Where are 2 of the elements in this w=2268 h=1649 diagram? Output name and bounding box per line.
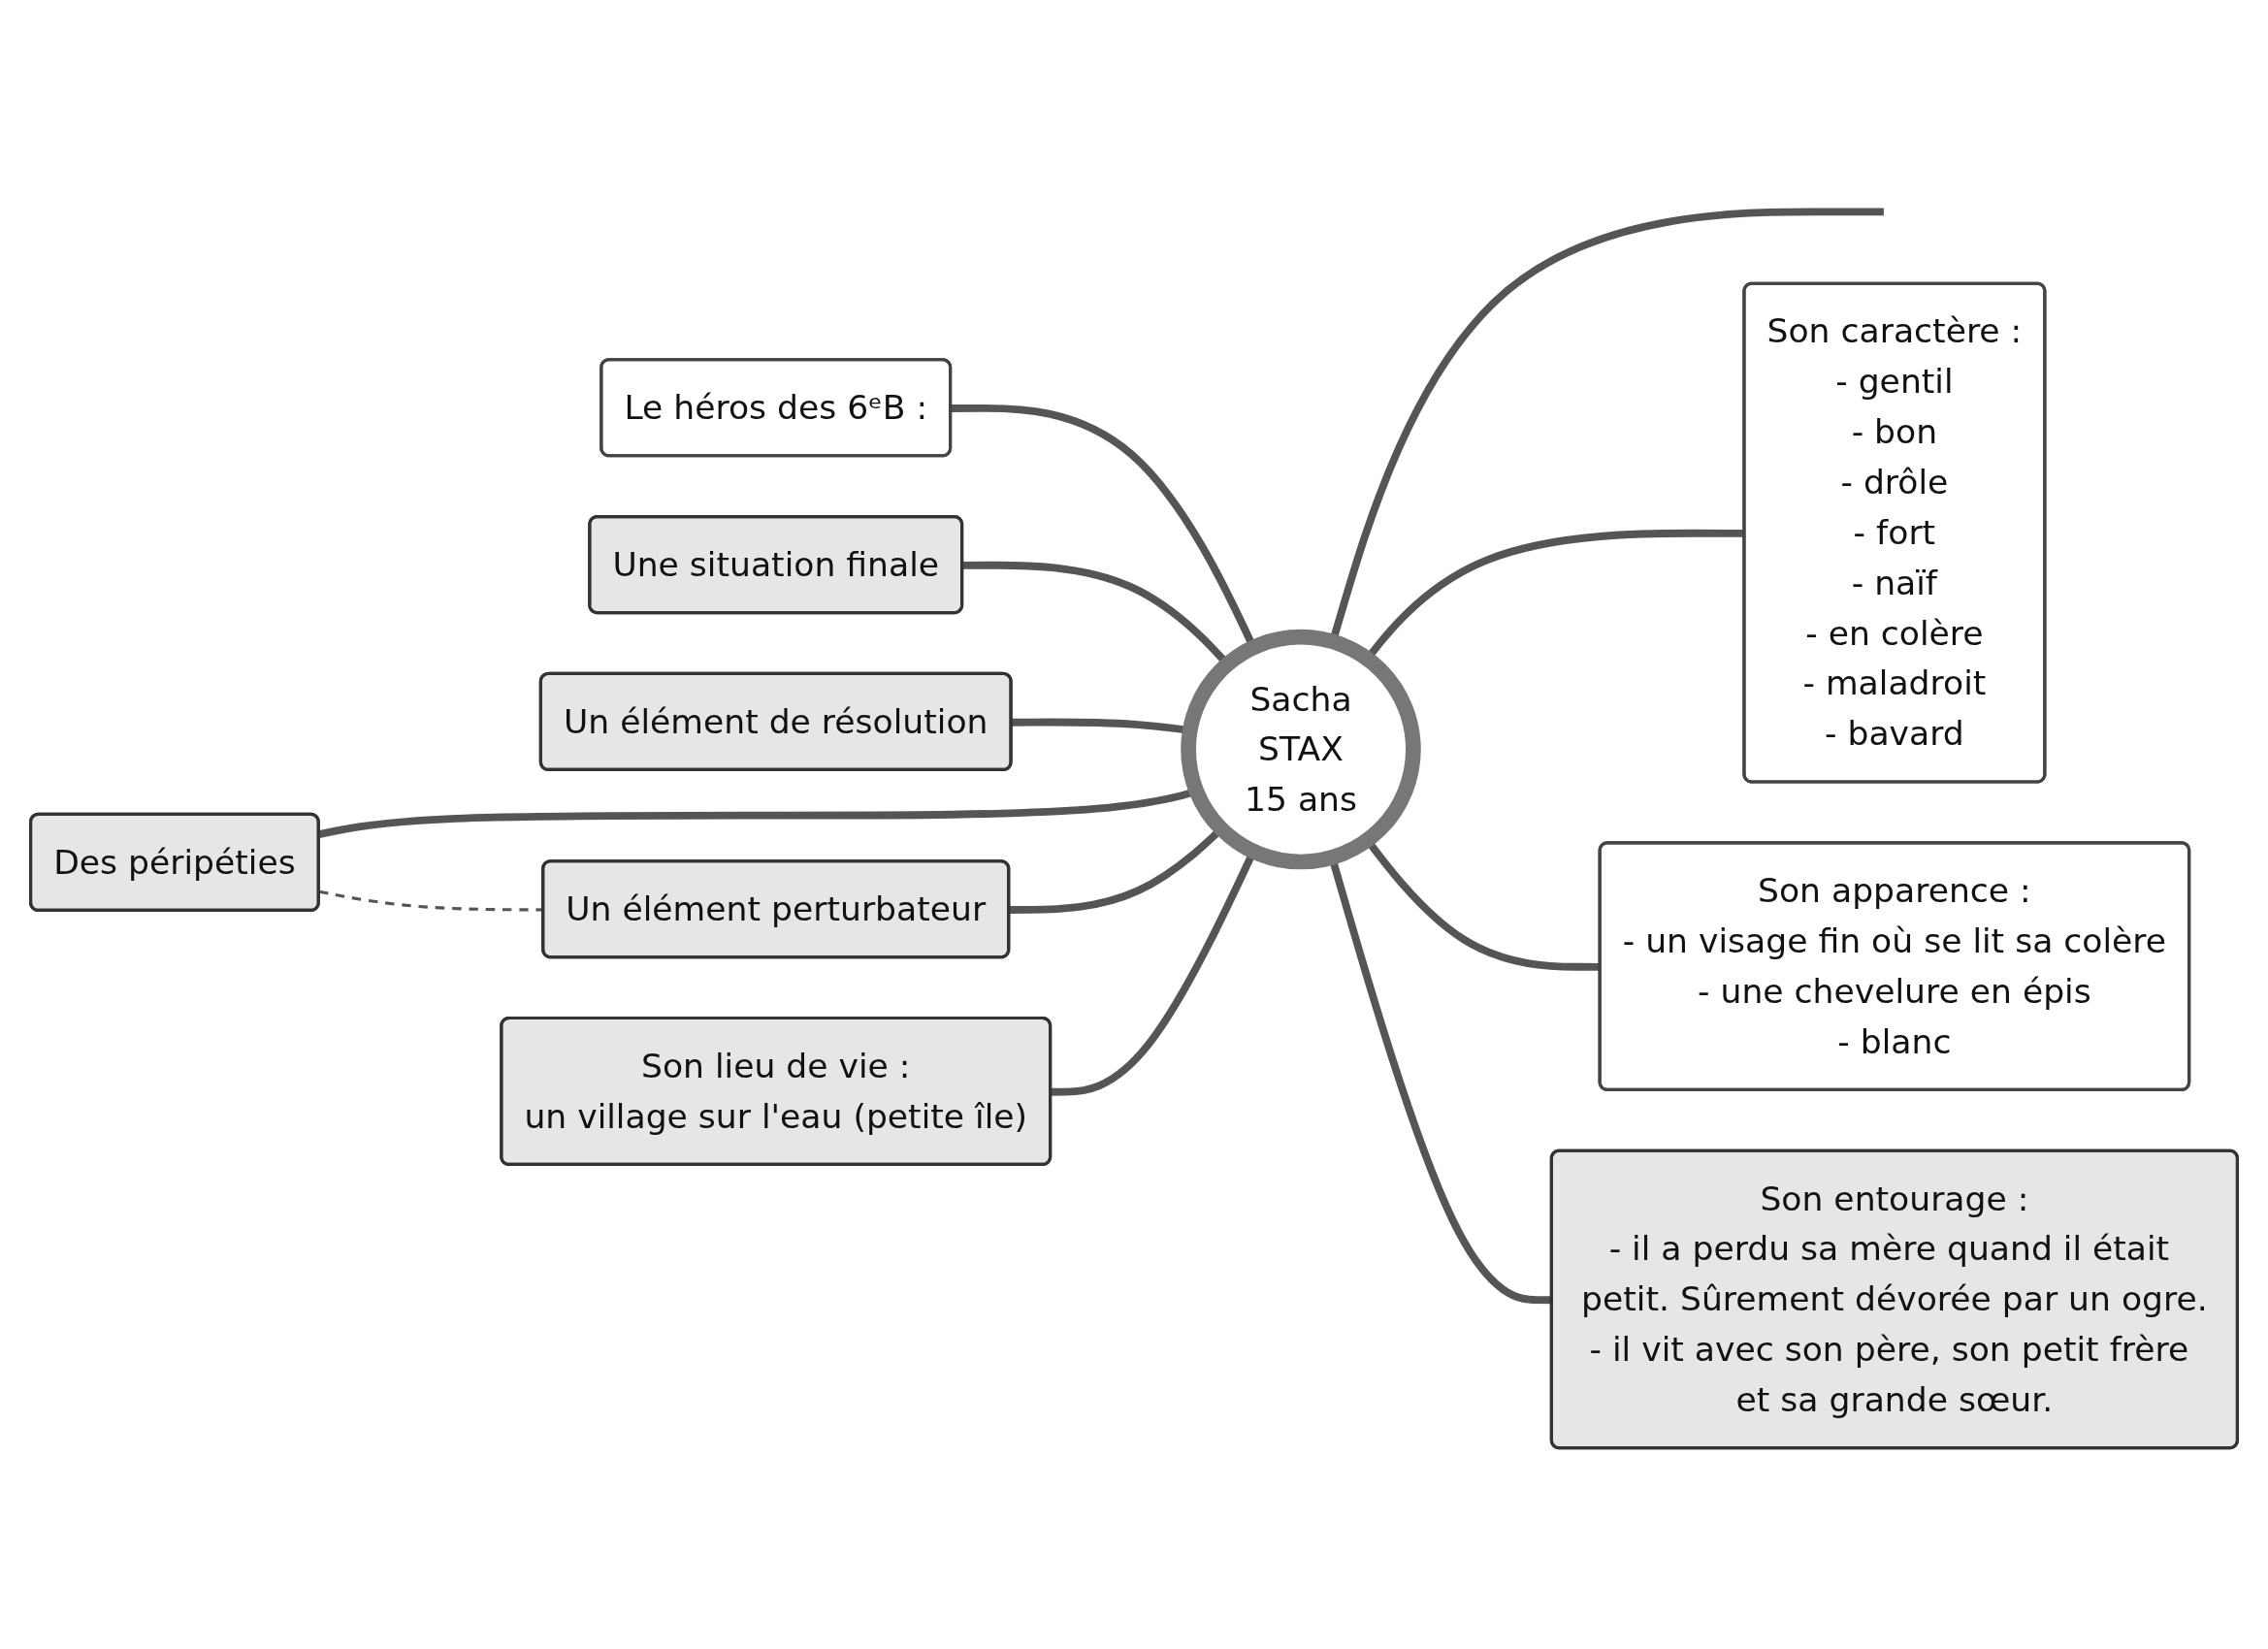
connector xyxy=(318,889,544,912)
node-circle: Sacha STAX 15 ans xyxy=(1181,629,1421,870)
